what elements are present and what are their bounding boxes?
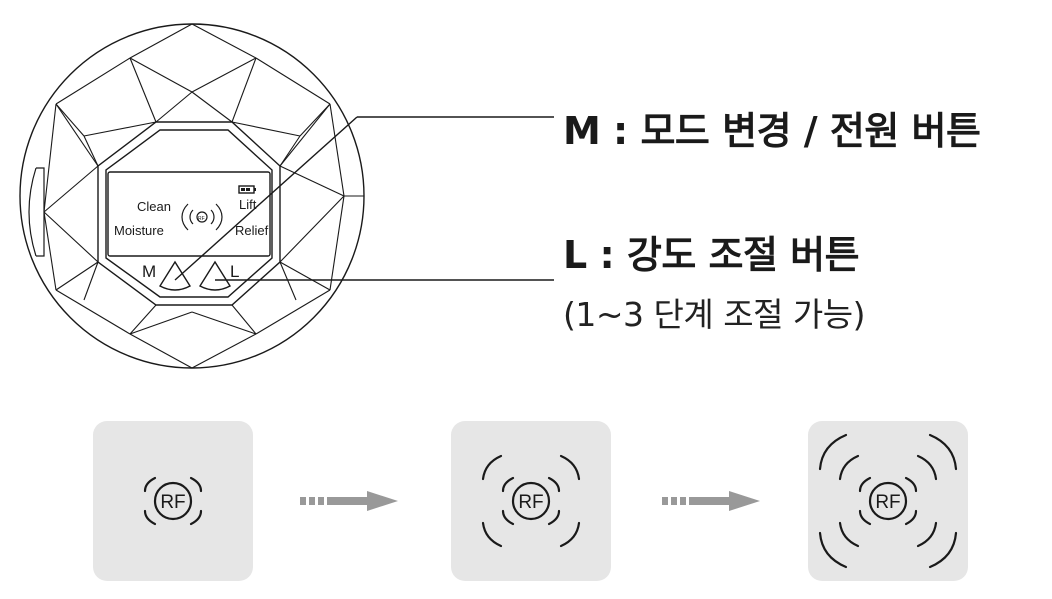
lcd-rf-label: RF — [198, 216, 205, 222]
lcd-moisture-label: Moisture — [114, 223, 164, 238]
lcd-clean-label: Clean — [137, 199, 171, 214]
level-2-rf-label: RF — [518, 492, 543, 513]
m-callout-leader-diag — [174, 116, 358, 281]
m-button-label: M — [142, 262, 156, 281]
level-3-box: RF — [808, 421, 968, 581]
l-button[interactable] — [199, 260, 231, 291]
device-outer-ring — [19, 23, 365, 369]
m-button[interactable] — [159, 260, 191, 291]
level-3-rf-icon: RF — [818, 433, 958, 569]
l-button-label: L — [230, 262, 239, 281]
battery-icon — [238, 185, 256, 194]
l-button-callout: L : 강도 조절 버튼 — [563, 233, 860, 277]
level-2-rf-icon: RF — [481, 454, 581, 548]
arrow-2 — [662, 491, 760, 511]
m-button-callout: M : 모드 변경 / 전원 버튼 — [563, 109, 981, 153]
arrow-1 — [300, 491, 398, 511]
gem-facet-lines — [43, 23, 364, 369]
lcd-frame-inner — [105, 129, 273, 298]
level-2-box: RF — [451, 421, 611, 581]
lcd-relief-label: Relief — [235, 223, 269, 238]
device-side-edge — [28, 167, 37, 257]
lcd-rf-icon — [181, 203, 223, 231]
l-button-callout-sub: (1~3 단계 조절 가능) — [563, 295, 866, 334]
level-3-rf-label: RF — [875, 492, 900, 513]
level-1-rf-icon: RF — [143, 476, 203, 526]
lcd-screen — [107, 171, 271, 257]
level-1-rf-label: RF — [160, 492, 185, 513]
device-illustration: Clean Moisture Lift Relief RF M L — [19, 23, 554, 369]
lcd-frame-outer — [97, 121, 281, 306]
lcd-lift-label: Lift — [239, 197, 257, 212]
level-1-box: RF — [93, 421, 253, 581]
